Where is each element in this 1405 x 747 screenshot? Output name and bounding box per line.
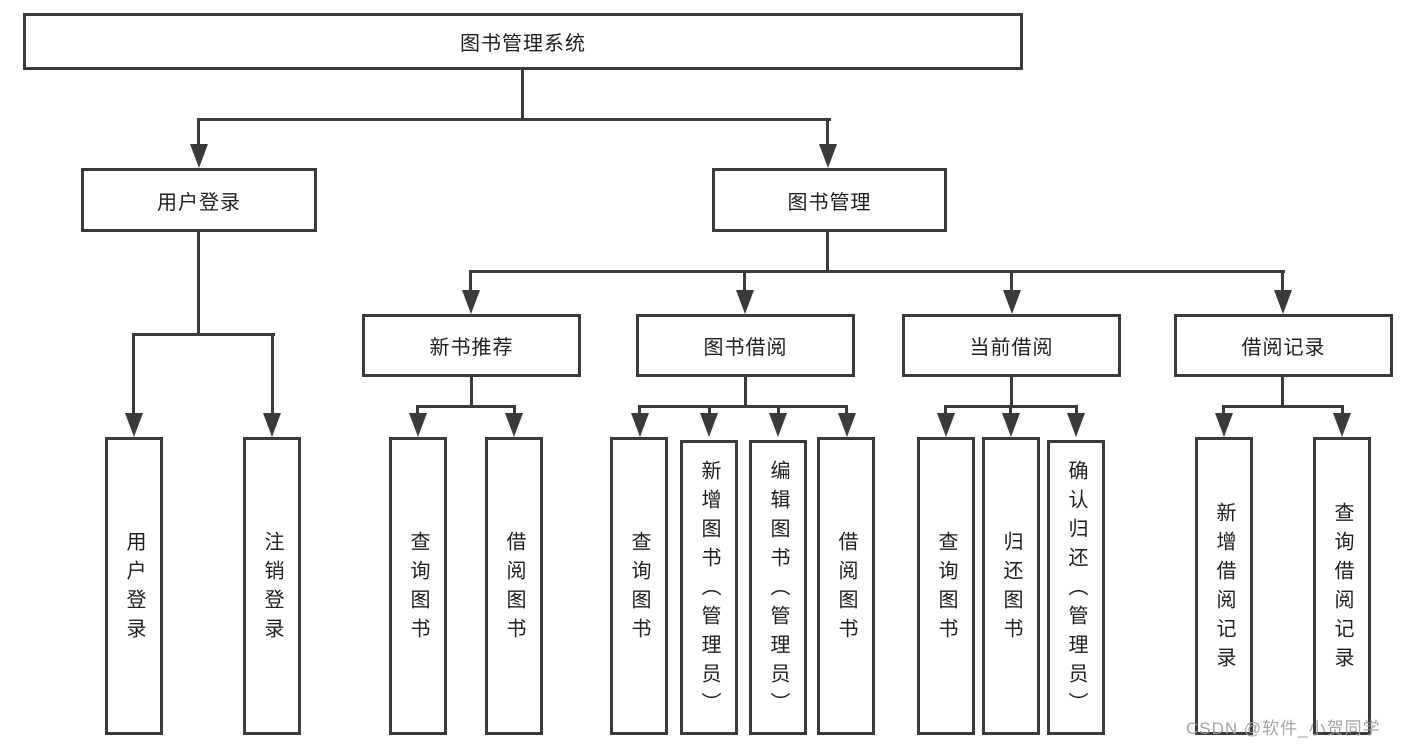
connector-line [416,405,419,417]
leaf-bb-borrow-books: 借阅图书 [817,437,875,735]
leaf-nbr-borrow-books: 借阅图书 [485,437,543,735]
connector-line [743,270,746,292]
leaf-br-query-record: 查询借阅记录 [1313,437,1371,735]
connector-line [1341,405,1344,417]
node-user-login: 用户登录 [81,168,317,232]
arrow-down-icon [937,413,955,437]
node-borrow-records: 借阅记录 [1174,314,1393,377]
arrow-down-icon [838,413,856,437]
connector-line [197,118,831,121]
arrow-down-icon [462,290,480,314]
connector-line [845,405,848,417]
arrow-down-icon [1067,413,1085,437]
arrow-down-icon [409,413,427,437]
connector-line [132,333,275,336]
watermark: CSDN @软件_小贺同学 [1186,719,1381,738]
arrow-down-icon [263,413,281,437]
connector-line [944,405,947,417]
arrow-down-icon [505,413,523,437]
arrow-down-icon [736,290,754,314]
connector-line [521,70,524,121]
connector-line [777,405,780,417]
connector-line [744,377,747,407]
connector-line [638,405,641,417]
leaf-cb-confirm-return-admin: 确认归还（管理员） [1047,440,1105,735]
connector-line [1010,270,1013,292]
leaf-cb-return-books: 归还图书 [982,437,1040,735]
connector-line [1281,377,1284,407]
connector-line [271,333,274,415]
arrow-down-icon [1274,290,1292,314]
leaf-bb-add-books-admin: 新增图书（管理员） [680,440,738,735]
connector-line [513,405,516,417]
node-book-borrow: 图书借阅 [636,314,855,377]
connector-line [826,232,829,272]
node-current-borrow: 当前借阅 [902,314,1121,377]
leaf-bb-edit-books-admin: 编辑图书（管理员） [749,440,807,735]
leaf-bb-query-books: 查询图书 [610,437,668,735]
connector-line [1075,405,1078,417]
connector-line [469,270,1285,273]
connector-line [469,270,472,292]
leaf-br-add-record: 新增借阅记录 [1195,437,1253,735]
node-book-mgmt: 图书管理 [712,168,947,232]
leaf-nbr-query-books: 查询图书 [389,437,447,735]
connector-line [1222,405,1225,417]
leaf-logout: 注销登录 [243,437,301,735]
leaf-user-login: 用户登录 [105,437,163,735]
arrow-down-icon [125,413,143,437]
arrow-down-icon [190,144,208,168]
arrow-down-icon [631,413,649,437]
arrow-down-icon [819,144,837,168]
connector-line [132,333,135,415]
connector-line [1010,377,1013,407]
arrow-down-icon [1333,413,1351,437]
connector-line [826,118,829,148]
node-root: 图书管理系统 [23,13,1023,70]
arrow-down-icon [1002,413,1020,437]
connector-line [638,405,848,408]
connector-line [1009,405,1012,417]
connector-line [197,118,200,148]
node-new-book-rec: 新书推荐 [362,314,581,377]
connector-line [1222,405,1344,408]
arrow-down-icon [1215,413,1233,437]
arrow-down-icon [700,413,718,437]
arrow-down-icon [1003,290,1021,314]
connector-line [708,405,711,417]
connector-line [416,405,516,408]
arrow-down-icon [769,413,787,437]
connector-line [197,232,200,335]
connector-line [1281,270,1284,292]
connector-line [470,377,473,407]
leaf-cb-query-books: 查询图书 [917,437,975,735]
